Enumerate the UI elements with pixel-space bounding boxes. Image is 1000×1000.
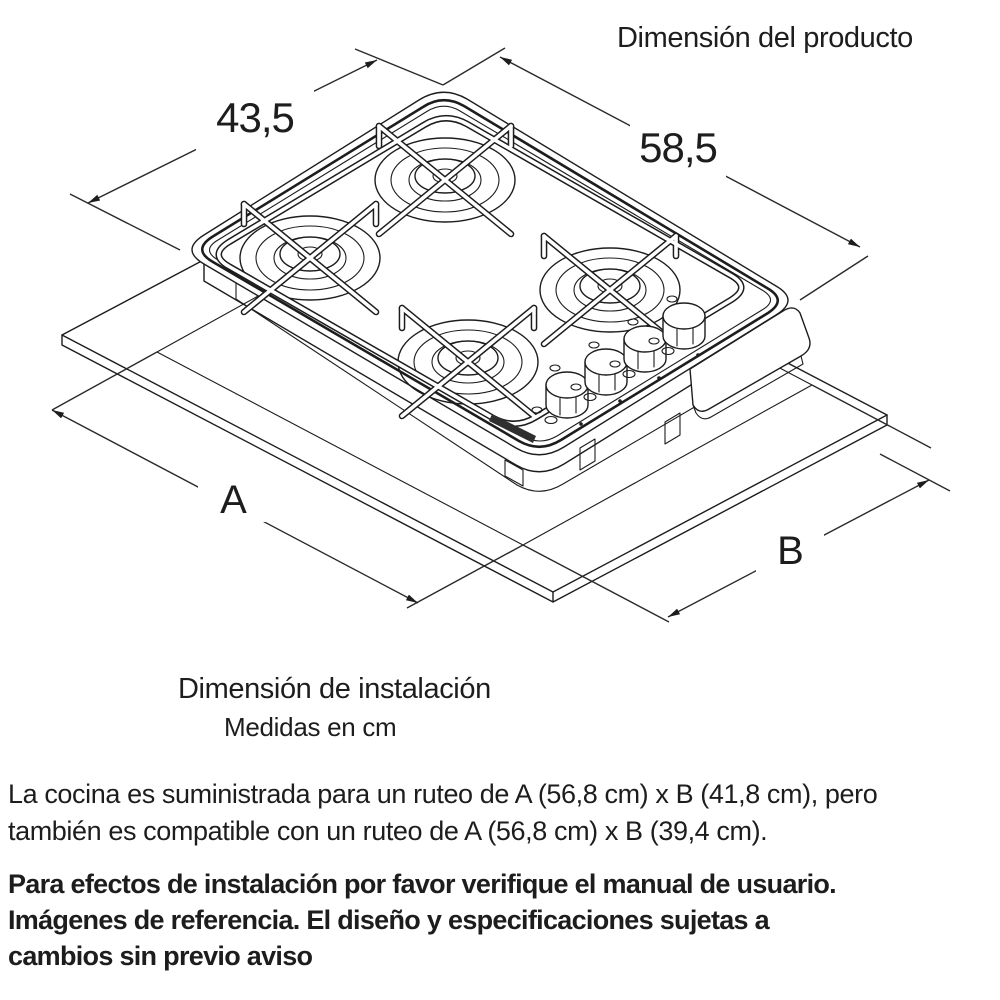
- units-note: Medidas en cm: [224, 712, 397, 742]
- dimension-a-label-gap: [198, 468, 270, 522]
- routing-note: La cocina es suministrada para un ruteo …: [8, 776, 878, 850]
- mounting-foot: [664, 412, 681, 445]
- disclaimer-line-3: cambios sin previo aviso: [8, 941, 313, 971]
- product-dimension-title: Dimensión del producto: [617, 22, 913, 54]
- disclaimer-line-1: Para efectos de instalación por favor ve…: [8, 869, 837, 899]
- dimension-a-label: A: [220, 478, 247, 522]
- disclaimer-note: Para efectos de instalación por favor ve…: [8, 866, 837, 974]
- dimension-b: B: [667, 479, 930, 618]
- dimension-width-label-gap: [196, 86, 314, 152]
- side-flange: [689, 307, 811, 420]
- burner-knob: [648, 295, 706, 357]
- dimension-depth-label: 58,5: [639, 124, 717, 171]
- cooktop-rim: [200, 98, 780, 449]
- dimension-a: A: [51, 409, 419, 604]
- mounting-foot: [579, 438, 596, 471]
- brand-logo: [489, 414, 536, 443]
- installation-diagram: A B: [51, 47, 951, 623]
- dimension-b-label-gap: [756, 522, 824, 576]
- dimension-depth: 58,5: [442, 47, 869, 301]
- mounting-tab: [504, 459, 524, 487]
- control-panel: [489, 295, 706, 443]
- routing-note-line-2: también es compatible con un ruteo de A …: [8, 816, 768, 846]
- burner-knob: [531, 364, 589, 426]
- installation-dimension-title: Dimensión de instalación: [178, 673, 491, 705]
- dimension-width: 43,5: [69, 48, 444, 251]
- dimension-depth-label-gap: [630, 116, 726, 178]
- routing-note-line-1: La cocina es suministrada para un ruteo …: [8, 779, 878, 809]
- burner-knob: [609, 318, 667, 380]
- dimension-b-label: B: [777, 529, 803, 573]
- disclaimer-line-2: Imágenes de referencia. El diseño y espe…: [8, 905, 770, 935]
- dimension-width-label: 43,5: [216, 94, 294, 141]
- burner-knob: [570, 341, 628, 403]
